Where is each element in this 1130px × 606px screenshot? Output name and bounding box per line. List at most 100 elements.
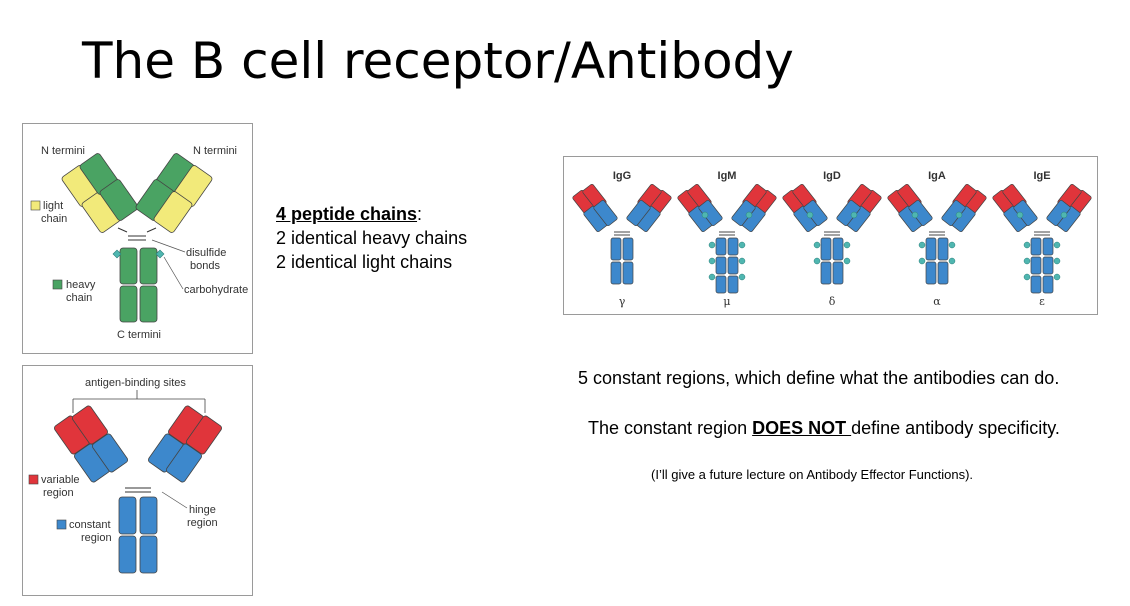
- disulfide-label-2: bonds: [190, 260, 220, 272]
- carbohydrate-mark: [708, 273, 716, 281]
- isotype-symbol: α: [933, 295, 941, 308]
- hinge-region-label-1: hinge: [189, 504, 216, 516]
- peptide-chains-heading: 4 peptide chains: [276, 204, 418, 224]
- antibody-regions-diagram: antigen-binding sites: [28, 377, 222, 574]
- antibody-regions-figure: antigen-binding sites: [22, 365, 253, 596]
- carbohydrate-mark: [1023, 241, 1031, 249]
- carbohydrate-mark: [1060, 211, 1068, 219]
- carbohydrate-mark: [955, 211, 963, 219]
- constant-stem: [118, 496, 158, 574]
- stem-domain: [1030, 256, 1042, 275]
- stem-domain: [1030, 237, 1042, 256]
- isotype-symbol: μ: [723, 295, 730, 308]
- constant-region-swatch: [56, 519, 67, 530]
- n-termini-right-label: N termini: [193, 145, 237, 157]
- light-chain-label-1: light: [43, 200, 63, 212]
- isotype-name: IgE: [1033, 170, 1050, 182]
- stem-domain: [727, 275, 739, 294]
- stem-domain: [610, 237, 622, 261]
- heavy-chain-label-2: chain: [66, 292, 92, 304]
- peptide-chains-colon: :: [417, 204, 423, 224]
- antigen-binding-bracket: [72, 390, 206, 413]
- constant-regions-text: 5 constant regions, which define what th…: [578, 368, 1060, 388]
- heavy-chain-label-1: heavy: [66, 279, 96, 291]
- stem-domain: [727, 237, 739, 256]
- antibody-chains-diagram: N termini N termini light chain disulfid…: [30, 145, 248, 341]
- isotype-name: IgM: [718, 170, 737, 182]
- isotype-name: IgD: [823, 170, 841, 182]
- carbohydrate-mark: [1053, 273, 1061, 281]
- carbohydrate-mark: [850, 211, 858, 219]
- n-termini-left-label: N termini: [41, 145, 85, 157]
- stem-domain: [1042, 237, 1054, 256]
- carbohydrate-marks: [112, 249, 165, 259]
- stem-domain: [925, 237, 937, 261]
- carbohydrate-mark: [918, 241, 926, 249]
- peptide-chains-text: 4 peptide chains: 2 identical heavy chai…: [276, 202, 467, 274]
- carbohydrate-mark: [813, 257, 821, 265]
- stem-domain: [727, 256, 739, 275]
- right-arm: [148, 405, 222, 483]
- c-termini-label: C termini: [117, 329, 161, 341]
- stem-domain: [1030, 275, 1042, 294]
- variable-region-label-1: variable: [41, 474, 80, 486]
- stem-domain: [715, 237, 727, 256]
- carbohydrate-mark: [1053, 257, 1061, 265]
- constant-domain: [593, 199, 618, 227]
- isotype-igm: IgM μ: [677, 170, 777, 308]
- carbohydrate-mark: [911, 211, 919, 219]
- constant-region-label-2: region: [81, 532, 112, 544]
- carbohydrate-mark: [1053, 241, 1061, 249]
- constant-domain: [626, 199, 651, 227]
- specificity-text: The constant region DOES NOT define anti…: [588, 418, 1060, 439]
- carbohydrate-mark: [745, 211, 753, 219]
- hinge-bonds: [125, 487, 151, 493]
- carbohydrate-mark: [948, 257, 956, 265]
- stem-domain: [1042, 275, 1054, 294]
- carbohydrate-mark: [806, 211, 814, 219]
- right-light-chain: [153, 165, 213, 233]
- disulfide-bonds: [117, 227, 157, 241]
- constant-region-label-1: constant: [69, 519, 111, 531]
- stem-domain: [832, 237, 844, 261]
- isotype-symbol: δ: [829, 295, 836, 308]
- carbohydrate-mark: [701, 211, 709, 219]
- stem-domain: [715, 275, 727, 294]
- carbohydrate-mark: [813, 241, 821, 249]
- isotype-symbol: ε: [1039, 295, 1045, 308]
- isotype-symbol: γ: [619, 295, 626, 308]
- left-heavy-chain-arm: [79, 153, 139, 221]
- stem-domain: [937, 261, 949, 285]
- antigen-binding-sites-label: antigen-binding sites: [85, 377, 186, 389]
- isotype-name: IgG: [613, 170, 631, 182]
- stem-domain: [820, 261, 832, 285]
- variable-region-label-2: region: [43, 487, 74, 499]
- heavy-chain-swatch: [52, 279, 63, 290]
- carbohydrate-mark: [738, 241, 746, 249]
- stem-domain: [820, 237, 832, 261]
- light-chain-swatch: [30, 200, 41, 211]
- isotype-ige: IgE ε: [992, 170, 1092, 308]
- antibody-chains-figure: N termini N termini light chain disulfid…: [22, 123, 253, 354]
- variable-region-swatch: [28, 474, 39, 485]
- carbohydrate-mark: [738, 273, 746, 281]
- heavy-chain-stem: [119, 247, 158, 323]
- isotype-igg: IgG γ: [572, 170, 672, 308]
- stem-domain: [925, 261, 937, 285]
- carbohydrate-mark: [708, 241, 716, 249]
- stem-domain: [622, 237, 634, 261]
- light-chain-label-2: chain: [41, 213, 67, 225]
- stem-domain: [610, 261, 622, 285]
- carbohydrate-mark: [708, 257, 716, 265]
- specificity-after: define antibody specificity.: [851, 418, 1060, 438]
- heavy-chains-line: 2 identical heavy chains: [276, 228, 468, 248]
- specificity-emphasis: DOES NOT: [752, 418, 852, 438]
- disulfide-label-1: disulfide: [186, 247, 226, 259]
- left-light-chain: [61, 165, 121, 233]
- light-chains-line: 2 identical light chains: [276, 252, 453, 272]
- carbohydrate-mark: [738, 257, 746, 265]
- stem-domain: [622, 261, 634, 285]
- stem-domain: [715, 256, 727, 275]
